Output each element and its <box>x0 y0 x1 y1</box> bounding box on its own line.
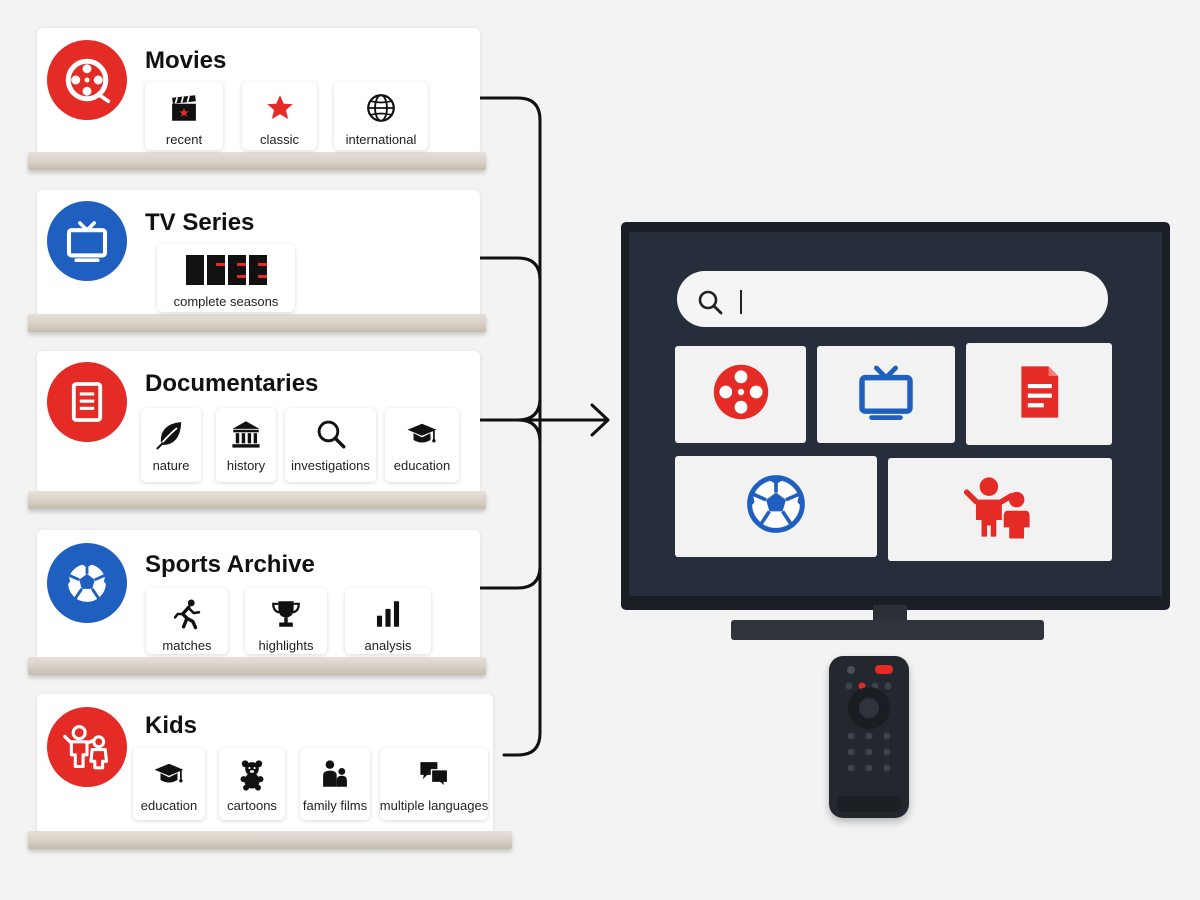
family-icon <box>315 756 355 792</box>
running-icon <box>167 596 207 632</box>
teddy-bear-icon <box>232 756 272 792</box>
soccer-ball-icon <box>47 543 127 623</box>
subcategory-label: family films <box>302 798 368 813</box>
subcategory-label: multiple languages <box>379 798 489 813</box>
shelf-board <box>28 152 486 170</box>
category-title: Movies <box>145 47 227 74</box>
category-title: Sports Archive <box>145 551 315 578</box>
search-icon <box>697 289 723 320</box>
screen-tile[interactable] <box>675 456 877 557</box>
search-caret <box>740 290 742 314</box>
subcategory-label: matches <box>162 638 212 653</box>
subcategory-label: cartoons <box>227 798 277 813</box>
tv-icon <box>854 360 918 429</box>
leaf-icon <box>151 416 191 452</box>
tv-search-bar[interactable] <box>677 271 1108 327</box>
category-title: TV Series <box>145 209 255 236</box>
document-icon <box>47 362 127 442</box>
shelf-board <box>28 831 512 849</box>
film-reel-icon <box>709 360 773 429</box>
screen-tile[interactable] <box>888 458 1112 561</box>
tv-stand-base <box>731 620 1044 640</box>
subcategory-tile[interactable]: cartoons <box>219 748 285 820</box>
shelf-board <box>28 314 486 332</box>
soccer-ball-icon <box>743 471 809 542</box>
tv-icon <box>47 201 127 281</box>
subcategory-tile[interactable]: multiple languages <box>380 748 488 820</box>
trophy-icon <box>266 596 306 632</box>
subcategory-label: complete seasons <box>173 294 279 309</box>
museum-icon <box>226 416 266 452</box>
subcategory-label: education <box>393 458 451 473</box>
subcategory-tile[interactable]: analysis <box>345 588 431 654</box>
graduation-cap-icon <box>402 416 442 452</box>
subcategory-label: nature <box>152 458 190 473</box>
clapperboard-icon <box>164 90 204 126</box>
subcategory-tile[interactable]: education <box>133 748 205 820</box>
subcategory-tile[interactable]: highlights <box>245 588 327 654</box>
category-title: Kids <box>145 712 198 739</box>
document-icon <box>1007 360 1071 429</box>
remote-control-icon <box>829 656 909 818</box>
subcategory-label: highlights <box>258 638 314 653</box>
screen-tile[interactable] <box>675 346 806 443</box>
subcategory-label: history <box>226 458 266 473</box>
subcategory-label: recent <box>165 132 203 147</box>
film-reel-icon <box>47 40 127 120</box>
globe-icon <box>361 90 401 126</box>
subcategory-tile[interactable]: classic <box>242 82 317 150</box>
graduation-cap-icon <box>149 756 189 792</box>
shelf-board <box>28 657 486 675</box>
subcategory-label: analysis <box>364 638 412 653</box>
subcategory-label: classic <box>259 132 299 147</box>
magnifier-icon <box>311 416 351 452</box>
category-title: Documentaries <box>145 370 319 397</box>
children-icon <box>963 470 1037 549</box>
bar-chart-icon <box>368 596 408 632</box>
subcategory-tile[interactable]: international <box>334 82 428 150</box>
subcategory-label: international <box>345 132 417 147</box>
subcategory-label: education <box>140 798 198 813</box>
subcategory-tile[interactable]: recent <box>145 82 223 150</box>
speech-bubbles-icon <box>414 756 454 792</box>
screen-tile[interactable] <box>966 343 1112 445</box>
episode-strips-icon <box>184 252 268 288</box>
subcategory-tile[interactable]: investigations <box>285 408 376 482</box>
subcategory-tile[interactable]: matches <box>146 588 228 654</box>
subcategory-tile[interactable]: education <box>385 408 459 482</box>
subcategory-tile[interactable]: family films <box>300 748 370 820</box>
children-icon <box>47 707 127 787</box>
star-icon <box>260 90 300 126</box>
subcategory-tile[interactable]: nature <box>141 408 201 482</box>
subcategory-tile[interactable]: complete seasons <box>157 244 295 312</box>
screen-tile[interactable] <box>817 346 955 443</box>
subcategory-tile[interactable]: history <box>216 408 276 482</box>
subcategory-label: investigations <box>291 458 370 473</box>
shelf-board <box>28 491 486 509</box>
